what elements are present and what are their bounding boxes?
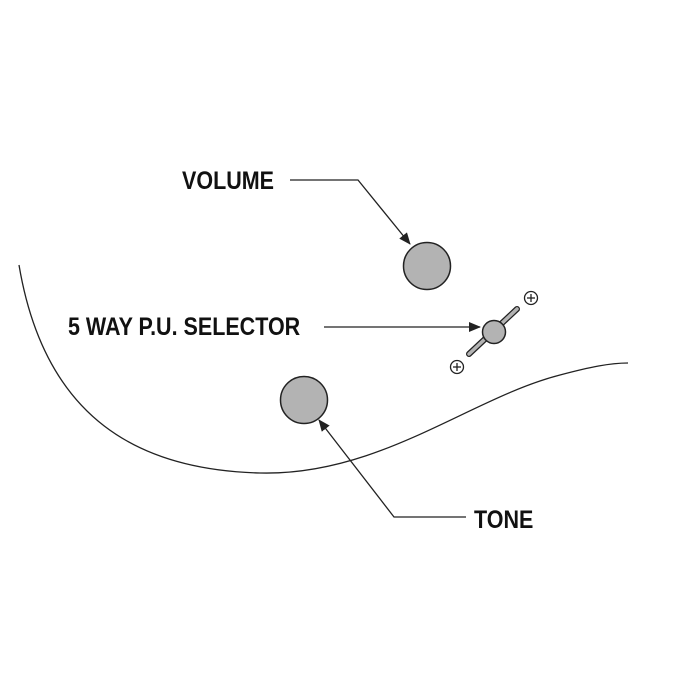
volume-leader-arrow [290, 179, 411, 245]
tone-label: TONE [474, 506, 534, 534]
pickup-selector-switch [449, 290, 539, 375]
pickup-selector-label: 5 WAY P.U. SELECTOR [68, 313, 301, 341]
tone-knob [279, 375, 329, 425]
volume-knob [402, 241, 452, 291]
body-outline [18, 264, 629, 474]
tone-leader-arrow [318, 419, 466, 518]
screw-icon [449, 359, 465, 375]
selector-tip [481, 319, 507, 345]
volume-label: VOLUME [182, 167, 274, 195]
screw-icon [523, 290, 539, 306]
